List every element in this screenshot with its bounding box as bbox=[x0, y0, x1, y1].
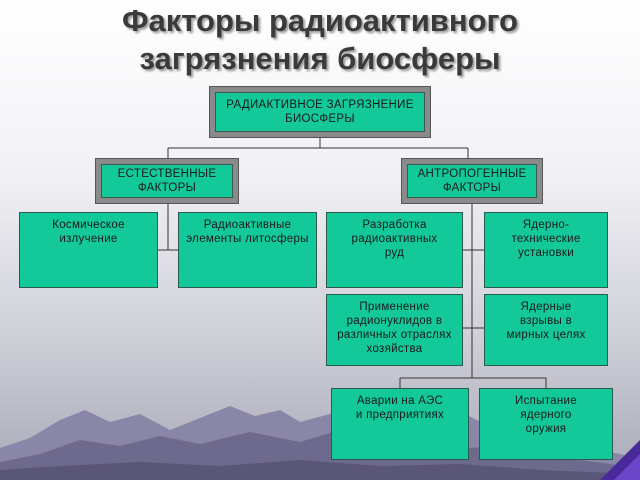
root-label: РАДИАКТИВНОЕ ЗАГРЯЗНЕНИЕ БИОСФЕРЫ bbox=[226, 99, 414, 125]
natural-factors-box: ЕСТЕСТВЕННЫЕ ФАКТОРЫ bbox=[101, 164, 233, 198]
root-box: РАДИАКТИВНОЕ ЗАГРЯЗНЕНИЕ БИОСФЕРЫ bbox=[215, 92, 425, 132]
corner-decoration bbox=[600, 440, 640, 480]
ore-mining-box: Разработка радиоактивных руд bbox=[326, 212, 463, 288]
radionuclides-use-label: Применение радионуклидов в различных отр… bbox=[337, 301, 452, 355]
weapons-testing-label: Испытание ядерного оружия bbox=[515, 395, 577, 435]
peaceful-explosions-label: Ядерные взрывы в мирных целях bbox=[506, 301, 586, 341]
anthropogenic-factors-node: АНТРОПОГЕННЫЕ ФАКТОРЫ bbox=[401, 158, 543, 204]
cosmic-radiation-box: Космическое излучение bbox=[19, 212, 158, 288]
anthropogenic-factors-label: АНТРОПОГЕННЫЕ ФАКТОРЫ bbox=[417, 168, 527, 194]
nuclear-installations-box: Ядерно- технические установки bbox=[484, 212, 608, 288]
lithosphere-elements-box: Радиоактивные элементы литосферы bbox=[178, 212, 317, 288]
weapons-testing-box: Испытание ядерного оружия bbox=[479, 388, 613, 460]
root-node: РАДИАКТИВНОЕ ЗАГРЯЗНЕНИЕ БИОСФЕРЫ bbox=[209, 86, 431, 138]
natural-factors-node: ЕСТЕСТВЕННЫЕ ФАКТОРЫ bbox=[95, 158, 239, 204]
slide-title: Факторы радиоактивного загрязнения биосф… bbox=[0, 2, 640, 78]
natural-factors-label: ЕСТЕСТВЕННЫЕ ФАКТОРЫ bbox=[117, 168, 217, 194]
ore-mining-label: Разработка радиоактивных руд bbox=[351, 219, 438, 259]
title-line-2: загрязнения биосферы bbox=[139, 41, 501, 76]
lithosphere-elements-label: Радиоактивные элементы литосферы bbox=[186, 219, 309, 245]
radionuclides-use-box: Применение радионуклидов в различных отр… bbox=[326, 294, 463, 366]
anthropogenic-factors-box: АНТРОПОГЕННЫЕ ФАКТОРЫ bbox=[407, 164, 537, 198]
title-line-1: Факторы радиоактивного bbox=[122, 3, 518, 38]
cosmic-radiation-label: Космическое излучение bbox=[52, 219, 125, 245]
nuclear-installations-label: Ядерно- технические установки bbox=[511, 219, 581, 259]
npp-accidents-box: Аварии на АЭС и предприятиях bbox=[331, 388, 469, 460]
npp-accidents-label: Аварии на АЭС и предприятиях bbox=[355, 395, 445, 421]
peaceful-explosions-box: Ядерные взрывы в мирных целях bbox=[484, 294, 608, 366]
